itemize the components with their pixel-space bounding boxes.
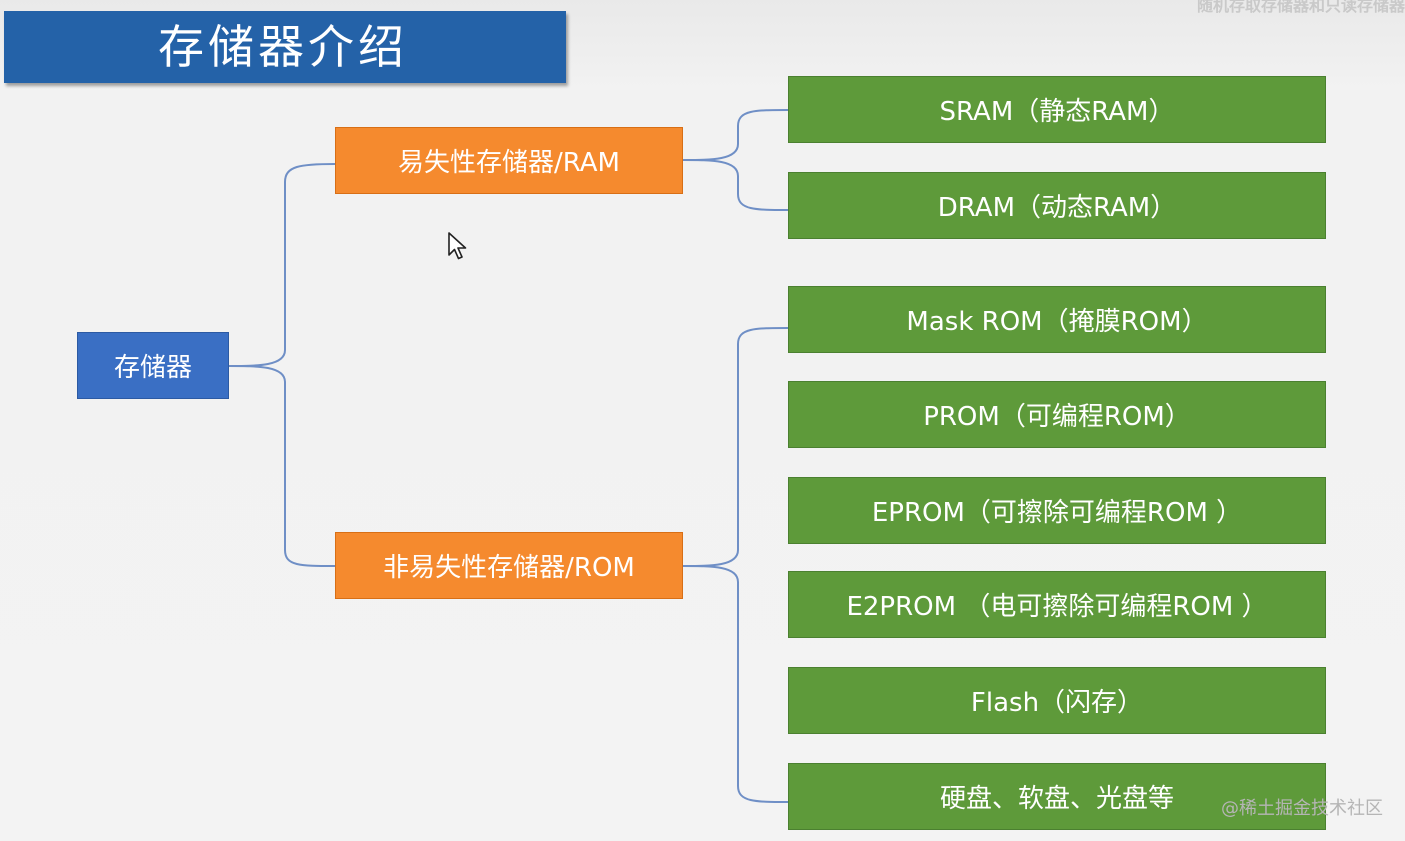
- connector-ram-dram: [682, 159, 789, 211]
- mouse-pointer-icon: [448, 232, 467, 260]
- leaf-node-flash: Flash（闪存）: [788, 667, 1326, 734]
- corner-title-text: 随机存取存储器和只读存储器: [1196, 0, 1405, 15]
- connector-rom-disk: [682, 565, 789, 803]
- watermark-text: @稀土掘金技术社区: [1221, 798, 1383, 819]
- slide-title: 存储器介绍: [4, 11, 566, 83]
- leaf-node-e2prom: E2PROM （电可擦除可编程ROM ）: [788, 571, 1326, 638]
- leaf-node-disk: 硬盘、软盘、光盘等: [788, 763, 1326, 830]
- connector-rom-mask: [682, 327, 789, 567]
- branch-node-rom: 非易失性存储器/ROM: [335, 532, 683, 599]
- branch-node-ram: 易失性存储器/RAM: [335, 127, 683, 194]
- connector-ram-sram: [682, 109, 789, 161]
- connector-root-ram: [228, 163, 336, 367]
- leaf-node-sram: SRAM（静态RAM）: [788, 76, 1326, 143]
- leaf-node-dram: DRAM（动态RAM）: [788, 172, 1326, 239]
- root-node-storage: 存储器: [77, 332, 229, 399]
- leaf-node-mask-rom: Mask ROM（掩膜ROM）: [788, 286, 1326, 353]
- leaf-node-prom: PROM（可编程ROM）: [788, 381, 1326, 448]
- connector-root-rom: [228, 365, 336, 567]
- leaf-node-eprom: EPROM（可擦除可编程ROM ）: [788, 477, 1326, 544]
